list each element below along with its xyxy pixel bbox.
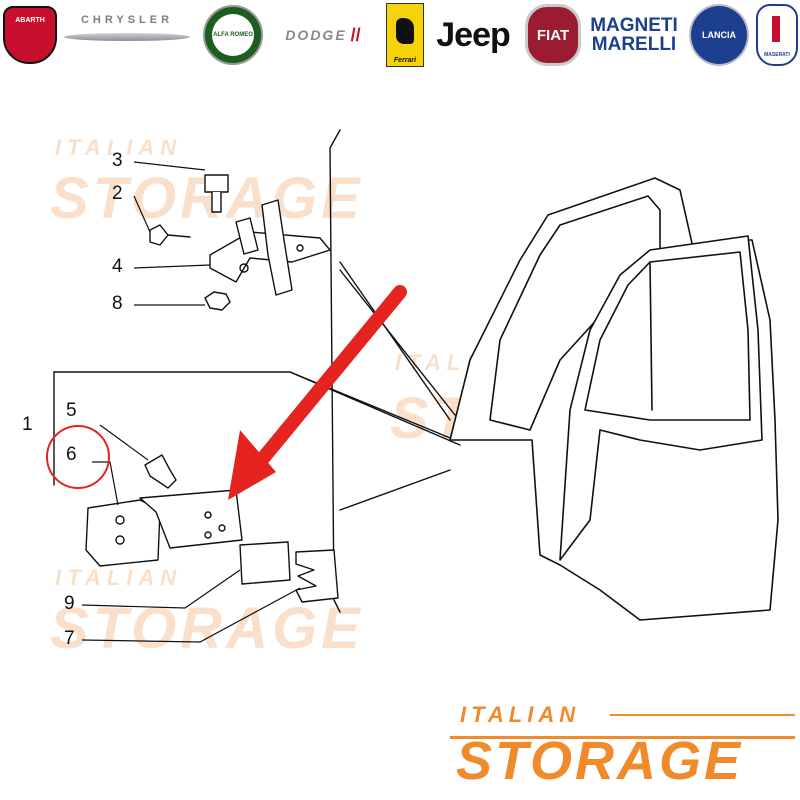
callout-1: 1: [22, 414, 33, 435]
italian-storage-brand: ITALIAN STORAGE: [450, 700, 800, 800]
abarth-logo-text: ABARTH: [15, 16, 45, 24]
magneti-logo-text: MAGNETI: [590, 15, 678, 36]
brand-main-text: STORAGE: [456, 731, 744, 791]
abarth-logo: ABARTH: [2, 4, 58, 66]
chrysler-logo-text: CHRYSLER: [80, 14, 174, 26]
brand-top-rule: [610, 714, 795, 716]
alfa-romeo-logo: ALFA ROMEO: [202, 4, 264, 66]
chrysler-wings-icon: [64, 33, 190, 41]
brand-logo-bar: ABARTH CHRYSLER ALFA ROMEO DODGE // Ferr…: [0, 0, 800, 70]
callout-8: 8: [112, 293, 123, 314]
maserati-logo-text: MASERATI: [764, 52, 790, 58]
trident-icon: [772, 16, 780, 42]
jeep-logo: Jeep: [430, 4, 516, 66]
door-body-outline: [449, 177, 779, 621]
red-pointer-arrow-icon: [228, 285, 407, 500]
bolt-part-3: [204, 174, 229, 213]
guide-line-2: [339, 469, 451, 511]
ferrari-logo-text: Ferrari: [393, 57, 417, 64]
callout-6-highlight-circle: [46, 425, 110, 489]
plate-part-9: [239, 541, 291, 585]
screw-part-2: [149, 224, 191, 246]
maserati-logo: MASERATI: [756, 4, 798, 66]
shim-part-7: [295, 549, 339, 603]
fiat-logo: FIAT: [525, 4, 581, 66]
dodge-stripes-icon: //: [350, 24, 361, 45]
dodge-logo: DODGE //: [270, 4, 376, 66]
door-hinge-exploded-diagram: [46, 129, 779, 643]
fiat-logo-text: FIAT: [536, 26, 570, 44]
alfa-romeo-logo-text: ALFA ROMEO: [213, 32, 253, 38]
nut-part-8: [204, 291, 231, 311]
pin-part-5: [144, 454, 177, 489]
callout-9: 9: [64, 593, 75, 614]
dodge-logo-text: DODGE: [285, 27, 347, 43]
brand-mid-rule: [450, 736, 795, 739]
prancing-horse-icon: [396, 18, 414, 44]
assembly-bracket-line: [53, 371, 461, 446]
jeep-logo-text: Jeep: [436, 16, 510, 54]
callout-4: 4: [112, 256, 123, 277]
marelli-logo-text: MARELLI: [591, 34, 677, 55]
lancia-logo: LANCIA: [688, 4, 750, 66]
lower-hinge-assembly: [85, 489, 243, 567]
callout-6: 6: [66, 444, 77, 465]
callout-2: 2: [112, 183, 123, 204]
callout-3: 3: [112, 150, 123, 171]
ferrari-logo: Ferrari: [385, 3, 425, 67]
callout-7: 7: [64, 628, 75, 649]
upper-hinge-part-4: [209, 199, 331, 296]
chrysler-logo: CHRYSLER: [62, 4, 192, 66]
brand-top-text: ITALIAN: [460, 702, 581, 727]
lancia-logo-text: LANCIA: [702, 29, 736, 40]
guide-line-1: [339, 261, 451, 421]
callout-leaders: [81, 161, 301, 643]
callout-5: 5: [66, 400, 77, 421]
guide-line-3: [339, 269, 456, 416]
magneti-marelli-logo: MAGNETI MARELLI: [588, 4, 680, 66]
